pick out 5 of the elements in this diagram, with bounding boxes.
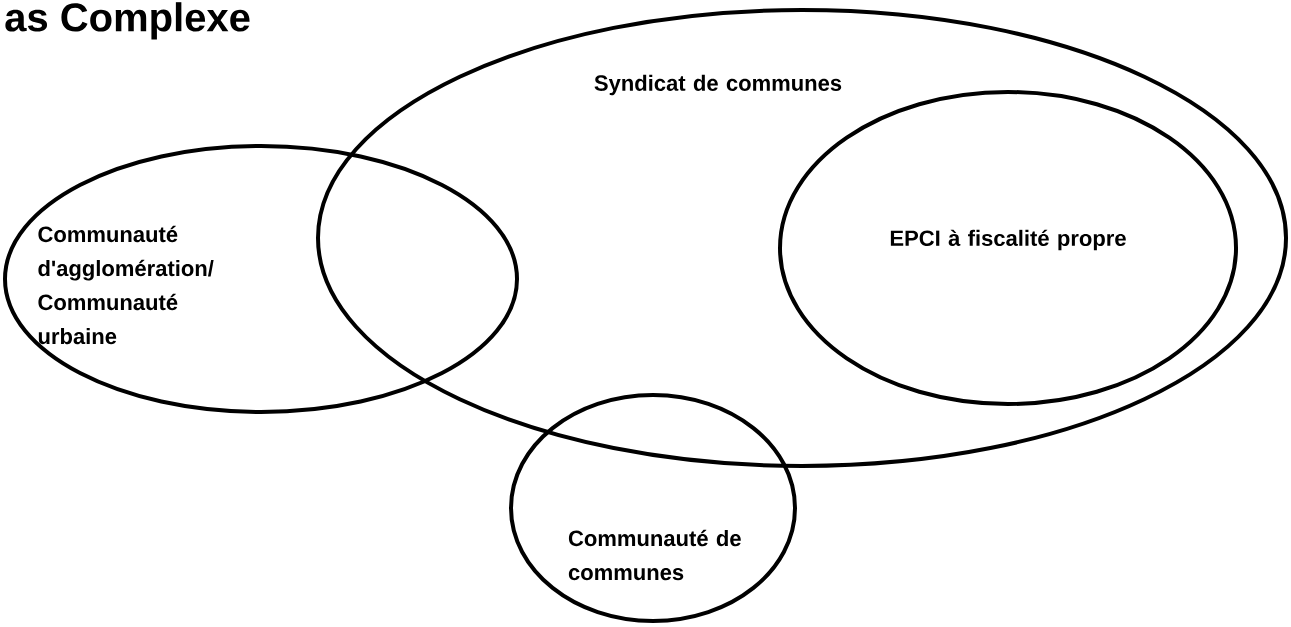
set-label: EPCI à fiscalité propre [890, 229, 1126, 251]
set-label: Syndicat de communes [594, 74, 842, 96]
set-label: Communauté de communes [568, 529, 741, 581]
title: as Complexe [5, 2, 250, 40]
set-label: Communauté d'agglomération/ Communauté urbaine [38, 225, 214, 345]
